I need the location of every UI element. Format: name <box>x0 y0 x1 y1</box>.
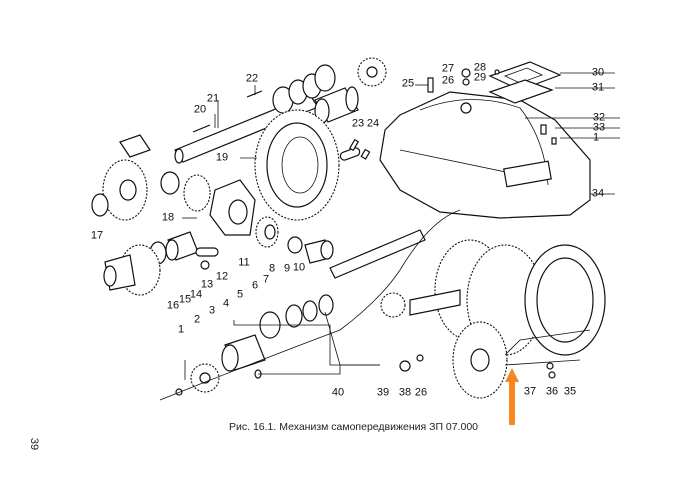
washer-6 <box>285 304 303 328</box>
part-label-27: 27 <box>441 62 455 75</box>
part-label-1: 1 <box>177 323 185 336</box>
part-label-6: 6 <box>251 279 259 292</box>
nut-35 <box>546 362 554 370</box>
leader-lines <box>182 72 620 380</box>
part-label-31: 31 <box>591 81 605 94</box>
orange-arrow-indicator <box>505 368 519 425</box>
page-number: 39 <box>28 437 41 451</box>
part-label-13: 13 <box>200 278 214 291</box>
part-label-19: 19 <box>215 151 229 164</box>
pin-10 <box>304 239 334 264</box>
right-gear-assembly <box>159 209 606 401</box>
washer-26b <box>416 354 424 362</box>
part-label-3: 3 <box>208 304 216 317</box>
part-label-2: 2 <box>193 313 201 326</box>
shaft-lower <box>329 229 426 279</box>
part-label-22: 22 <box>245 72 259 85</box>
part-label-23: 23 <box>351 117 365 130</box>
part-label-21: 21 <box>206 92 220 105</box>
nut-36 <box>548 371 556 379</box>
part-label-33: 33 <box>592 121 606 134</box>
part-label-25: 25 <box>401 77 415 90</box>
part-label-9: 9 <box>283 262 291 275</box>
part-label-38: 38 <box>398 386 412 399</box>
part-label-15: 15 <box>178 293 192 306</box>
part-label-28: 28 <box>473 61 487 74</box>
bushing-top <box>314 86 359 124</box>
part-label-29: 29 <box>473 71 487 84</box>
chain-link <box>339 138 371 161</box>
bevel-gear-upper <box>102 134 151 221</box>
differential-housing <box>209 179 256 236</box>
washer-7a <box>302 300 318 322</box>
part-label-40: 40 <box>331 386 345 399</box>
nut-13 <box>200 260 210 270</box>
figure-caption: Рис. 16.1. Механизм самопередвижения ЗП … <box>229 421 479 433</box>
part-label-10: 10 <box>292 261 306 274</box>
gearbox-housing-cover <box>379 91 591 219</box>
part-label-16: 16 <box>166 299 180 312</box>
part-label-12: 12 <box>215 270 229 283</box>
gear-16 <box>103 244 161 296</box>
part-label-37: 37 <box>523 385 537 398</box>
part-label-30: 30 <box>591 66 605 79</box>
cover-plates <box>488 61 562 104</box>
part-label-32: 32 <box>592 111 606 124</box>
part-label-26-top: 26 <box>441 74 455 87</box>
part-label-36: 36 <box>545 385 559 398</box>
part-label-34: 34 <box>591 187 605 200</box>
bushing-14 <box>165 231 199 261</box>
part-label-24: 24 <box>366 117 380 130</box>
small-gear-8 <box>255 216 279 248</box>
small-fasteners-top <box>427 68 557 145</box>
washer-17 <box>91 193 109 217</box>
part-label-18: 18 <box>161 211 175 224</box>
washers-top <box>272 64 336 114</box>
bolt-38 <box>399 360 411 372</box>
part-label-7: 7 <box>262 273 270 286</box>
part-label-39: 39 <box>376 386 390 399</box>
part-label-20: 20 <box>193 103 207 116</box>
sprocket-top <box>357 57 387 87</box>
bushing-4 <box>221 334 266 372</box>
part-label-11: 11 <box>238 256 250 269</box>
bevel-pinion <box>160 171 211 212</box>
part-label-17: 17 <box>90 229 104 242</box>
part-label-1-right: 1 <box>592 131 600 144</box>
bushing-9 <box>287 236 303 254</box>
part-label-35: 35 <box>563 385 577 398</box>
washer-7b <box>318 294 334 316</box>
part-label-5: 5 <box>236 288 244 301</box>
part-label-4: 4 <box>222 297 230 310</box>
part-label-26-bottom: 26 <box>414 386 428 399</box>
part-label-14: 14 <box>189 288 203 301</box>
large-gear-19 <box>254 109 340 221</box>
part-label-8: 8 <box>268 262 276 275</box>
chain-link-12 <box>195 247 219 257</box>
